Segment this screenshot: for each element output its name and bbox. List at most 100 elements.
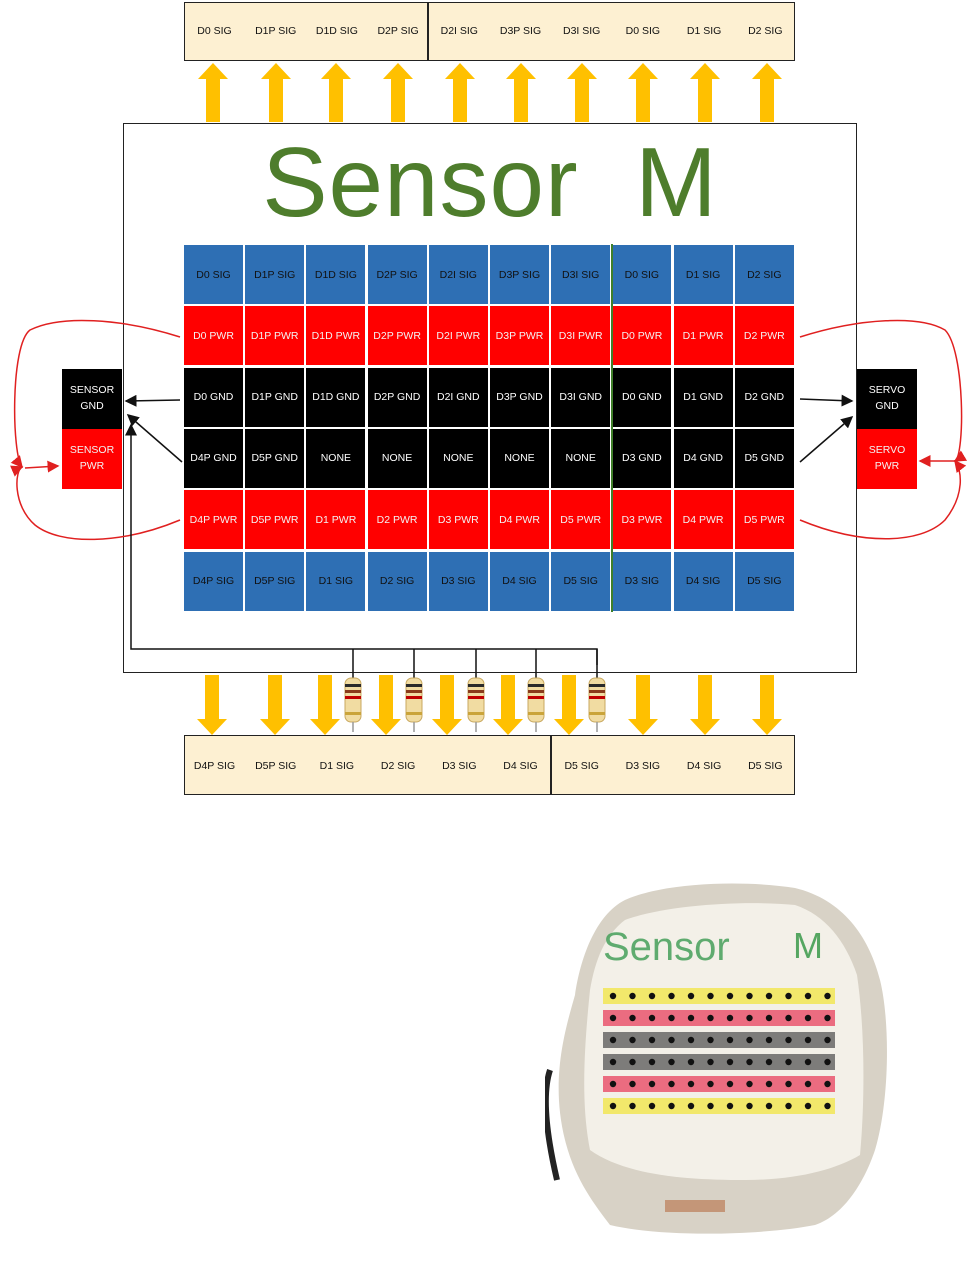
pin-cell-sig: D4 SIG	[673, 551, 733, 611]
pin-cell-gnd: NONE	[367, 428, 427, 488]
pin-cell-sig: D2 SIG	[367, 551, 427, 611]
pin-cell-pwr: D1 PWR	[673, 306, 733, 366]
up-arrow	[567, 63, 597, 122]
pin-cell-gnd: D5 GND	[734, 428, 794, 488]
up-arrow	[261, 63, 291, 122]
pin-cell-sig: D5P SIG	[245, 551, 305, 611]
servo-pwr-loop-bottom	[799, 459, 967, 540]
resistor	[405, 677, 423, 732]
bottom-header-label: D5P SIG	[255, 760, 297, 772]
pin-cell-gnd: D3P GND	[490, 367, 549, 427]
pin-cell-pwr: D2 PWR	[734, 306, 794, 366]
resistor-bus-wire	[125, 423, 598, 665]
pin-cell-pwr: D3I PWR	[551, 306, 611, 366]
servo-pwr-loop-top	[799, 319, 968, 462]
pin-cell-pwr: D5P PWR	[245, 490, 305, 550]
pin-cell-sig: D1D SIG	[306, 245, 366, 304]
pin-cell-sig: D2P SIG	[367, 245, 427, 304]
pin-cell-pwr: D3 PWR	[428, 490, 488, 550]
pin-cell-gnd: NONE	[490, 428, 549, 488]
pin-cell-pwr: D2 PWR	[367, 490, 427, 550]
servo-pwr-box: SERVO PWR	[857, 429, 917, 489]
down-arrow	[752, 675, 782, 735]
pin-cell-sig: D2I SIG	[428, 245, 488, 304]
pin-cell-gnd: NONE	[306, 428, 366, 488]
pin-cell-pwr: D1D PWR	[306, 306, 366, 366]
top-header-label: D2 SIG	[748, 25, 783, 37]
pin-cell-sig: D3I SIG	[551, 245, 611, 304]
pin-cell-gnd: D1 GND	[673, 367, 733, 427]
pin-cell-gnd: D1P GND	[245, 367, 305, 427]
pin-cell-gnd: NONE	[551, 428, 611, 488]
board-title: Sensor M	[262, 127, 718, 237]
pin-cell-gnd: D2 GND	[734, 367, 794, 427]
down-arrow	[310, 675, 340, 735]
top-header-label: D3I SIG	[563, 25, 601, 37]
pin-cell-gnd: D4P GND	[184, 428, 243, 488]
pin-cell-pwr: D2I PWR	[428, 306, 488, 366]
sensor-pwr-label: SENSOR PWR	[69, 444, 115, 472]
pin-cell-sig: D1P SIG	[245, 245, 305, 304]
pin-cell-sig: D0 SIG	[184, 245, 243, 304]
servo-gnd-diag-arrow	[799, 416, 854, 463]
sensor-pwr-loop-top	[10, 319, 181, 469]
down-arrow	[628, 675, 658, 735]
photo-m-text: M	[793, 925, 823, 966]
servo-gnd-arrow	[799, 394, 854, 407]
resistor	[344, 677, 362, 732]
down-arrow	[493, 675, 523, 735]
bottom-header-strip-right	[551, 735, 795, 795]
down-arrow	[432, 675, 462, 735]
servo-gnd-box: SERVO GND	[857, 369, 917, 429]
sensor-gnd-arrow	[124, 394, 181, 407]
resistor-bus-drops	[352, 649, 598, 678]
top-header-label: D0 SIG	[197, 25, 232, 37]
up-arrow	[383, 63, 413, 122]
pin-cell-pwr: D5 PWR	[734, 490, 794, 550]
pin-cell-gnd: D1D GND	[306, 367, 366, 427]
pin-cell-gnd: D2P GND	[367, 367, 427, 427]
top-header-label: D2I SIG	[440, 25, 478, 37]
bottom-header-label: D4 SIG	[503, 760, 538, 772]
down-arrow	[260, 675, 290, 735]
pin-cell-pwr: D5 PWR	[551, 490, 611, 550]
top-header-label: D3P SIG	[499, 25, 542, 37]
pin-cell-pwr: D0 PWR	[612, 306, 672, 366]
resistor	[588, 677, 606, 732]
bottom-header-label: D2 SIG	[380, 760, 416, 772]
sensor-pwr-loop-side	[24, 460, 60, 473]
pin-cell-sig: D5 SIG	[734, 551, 794, 611]
bottom-header-strip-left	[184, 735, 551, 795]
up-arrow	[445, 63, 475, 122]
board-photo: Sensor M	[545, 883, 887, 1234]
pin-cell-sig: D5 SIG	[551, 551, 611, 611]
pin-cell-gnd: D4 GND	[673, 428, 733, 488]
pin-cell-sig: D0 SIG	[612, 245, 672, 304]
bottom-header-label: D5 SIG	[564, 760, 599, 772]
bottom-header-label: D5 SIG	[748, 760, 783, 772]
pin-cell-sig: D3 SIG	[612, 551, 672, 611]
top-header-label: D2P SIG	[377, 25, 419, 37]
pin-cell-sig: D3P SIG	[490, 245, 549, 304]
pin-cell-pwr: D0 PWR	[184, 306, 243, 366]
top-signal-arrows	[198, 63, 782, 122]
pin-cell-gnd: D3I GND	[551, 367, 611, 427]
bottom-header-label: D3 SIG	[625, 760, 661, 772]
photo-sensor-text: Sensor	[603, 925, 730, 969]
top-header-strip-left	[184, 2, 428, 61]
pin-cell-gnd: D0 GND	[612, 367, 672, 427]
top-header-label: D0 SIG	[625, 25, 661, 37]
sensor-gnd-label: SENSOR GND	[69, 384, 115, 412]
up-arrow	[690, 63, 720, 122]
sensor-gnd-diag-arrow	[126, 414, 183, 463]
up-arrow	[198, 63, 228, 122]
pin-cell-pwr: D3P PWR	[490, 306, 549, 366]
pin-cell-sig: D1 SIG	[673, 245, 733, 304]
pin-cell-sig: D2 SIG	[734, 245, 794, 304]
top-header-label: D1D SIG	[315, 25, 358, 37]
sensor-gnd-box: SENSOR GND	[62, 369, 122, 429]
resistor	[467, 677, 485, 732]
pin-cell-pwr: D3 PWR	[612, 490, 672, 550]
pin-cell-sig: D4 SIG	[490, 551, 549, 611]
